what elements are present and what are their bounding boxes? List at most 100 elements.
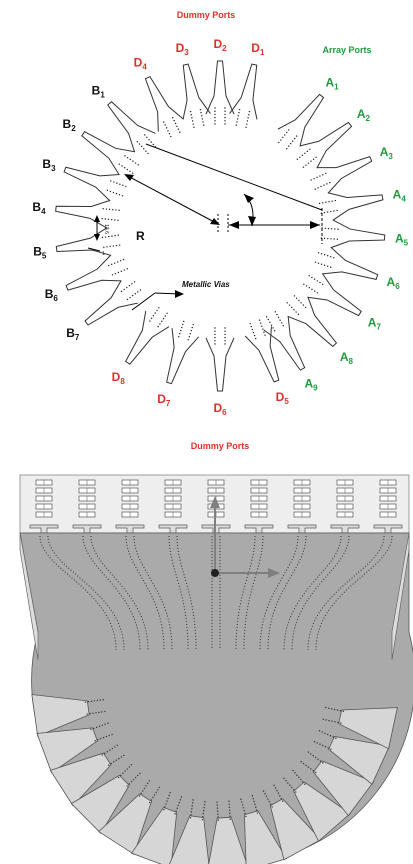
via-dot — [302, 304, 305, 306]
via-dot — [325, 201, 327, 203]
side-wedge-right — [391, 532, 410, 661]
lens-via-dot — [191, 805, 193, 807]
via-dot — [119, 260, 122, 262]
via-dot — [191, 117, 193, 119]
via-dot — [245, 126, 247, 128]
via-dot — [309, 148, 311, 151]
lens-via-dot — [98, 725, 101, 728]
port-label-beam-2: B2 — [63, 117, 77, 133]
lens-via-dot — [333, 708, 336, 711]
via-dot — [121, 165, 123, 167]
horizontal-arrowhead — [229, 221, 239, 229]
lens-via-dot — [174, 813, 176, 815]
lens-via-dot — [241, 801, 243, 803]
port-label-group: D1D2D3D4D5D6D7D8A1A2A3A4A5A6A7A8A9B1B2B3… — [32, 37, 408, 417]
port-label-array-3: A3 — [380, 145, 394, 161]
via-dot — [192, 123, 194, 125]
port-label-array-9: A9 — [304, 377, 318, 393]
lens-via-dot — [245, 815, 247, 818]
lens-via-dot — [337, 721, 339, 724]
lens-via-dot — [93, 727, 95, 730]
lens-via-dot — [134, 776, 137, 779]
lens-via-dot — [116, 744, 119, 746]
lens-via-dot — [262, 790, 265, 792]
via-dot — [126, 286, 128, 289]
lens-via-dot — [276, 789, 278, 792]
via-dot — [193, 126, 195, 128]
lens-via-dot — [175, 810, 177, 812]
lens-via-dot — [310, 753, 312, 755]
lens-via-dot — [328, 719, 330, 722]
transmission-line-vias — [176, 535, 197, 651]
via-dot — [326, 255, 329, 257]
via-dot — [134, 162, 137, 164]
lens-via-dot — [319, 743, 321, 745]
via-dot — [152, 315, 155, 317]
via-dot — [214, 327, 216, 329]
lens-via-dot — [305, 764, 307, 767]
lens-via-dot — [120, 774, 122, 777]
via-dot — [322, 283, 324, 285]
lens-via-dot — [334, 721, 336, 723]
lens-via-dot — [270, 803, 272, 805]
lens-via-dot — [280, 797, 282, 800]
port-taper-outline — [307, 273, 362, 317]
radius-construction — [87, 143, 323, 311]
via-dot — [191, 120, 194, 122]
lens-via-dot — [157, 789, 159, 791]
port-label-beam-3: B3 — [42, 157, 56, 173]
lens-via-dot — [310, 768, 312, 770]
lens-via-dot — [167, 797, 169, 800]
via-dot — [326, 183, 328, 185]
lens-via-dot — [108, 734, 110, 737]
via-dot — [115, 244, 118, 247]
lens-via-dot — [339, 710, 342, 712]
port-taper-outline — [55, 199, 111, 229]
transmission-line-vias — [90, 535, 149, 651]
via-dot — [214, 113, 216, 116]
via-dot — [327, 227, 330, 230]
lens-via-dot — [287, 782, 289, 784]
lens-via-dot — [265, 795, 268, 798]
via-dot — [329, 181, 331, 184]
via-dot — [246, 123, 248, 125]
via-dot — [114, 272, 117, 275]
lens-via-dot — [340, 722, 342, 724]
port-taper-outline — [65, 254, 122, 291]
lens-via-dot — [336, 709, 339, 711]
via-dot — [137, 291, 139, 293]
via-dot — [323, 264, 326, 266]
via-dot — [214, 107, 216, 109]
via-dot — [123, 269, 126, 271]
port-taper-outline — [299, 121, 353, 169]
vias-pointer-line — [131, 292, 156, 311]
lens-via-dot — [300, 778, 302, 781]
via-dot — [123, 288, 125, 291]
via-dot — [189, 110, 192, 113]
x-axis-arrowhead — [268, 568, 280, 578]
via-dot — [114, 219, 116, 221]
angle-arrowhead — [248, 216, 256, 226]
via-dot — [316, 176, 318, 179]
small-dimension-label: 1 — [102, 251, 105, 257]
via-dot — [158, 307, 160, 309]
lens-via-dot — [101, 711, 103, 713]
via-dot — [214, 333, 216, 336]
via-dot — [224, 336, 226, 339]
lens-via-dot — [142, 790, 144, 792]
lens-via-dot — [318, 730, 321, 732]
via-dot — [334, 228, 336, 230]
via-dot — [214, 340, 216, 342]
port-taper-outline — [287, 296, 338, 348]
lens-via-dot — [322, 762, 324, 764]
via-dot — [124, 155, 126, 157]
via-dot — [295, 135, 298, 137]
lens-via-dot — [158, 786, 161, 789]
via-dot — [288, 129, 290, 131]
lens-via-dot — [120, 756, 123, 758]
via-dot — [336, 209, 338, 212]
via-dot — [145, 150, 147, 152]
lens-via-dot — [165, 803, 167, 805]
via-dot — [214, 336, 216, 339]
via-dot — [295, 311, 297, 313]
